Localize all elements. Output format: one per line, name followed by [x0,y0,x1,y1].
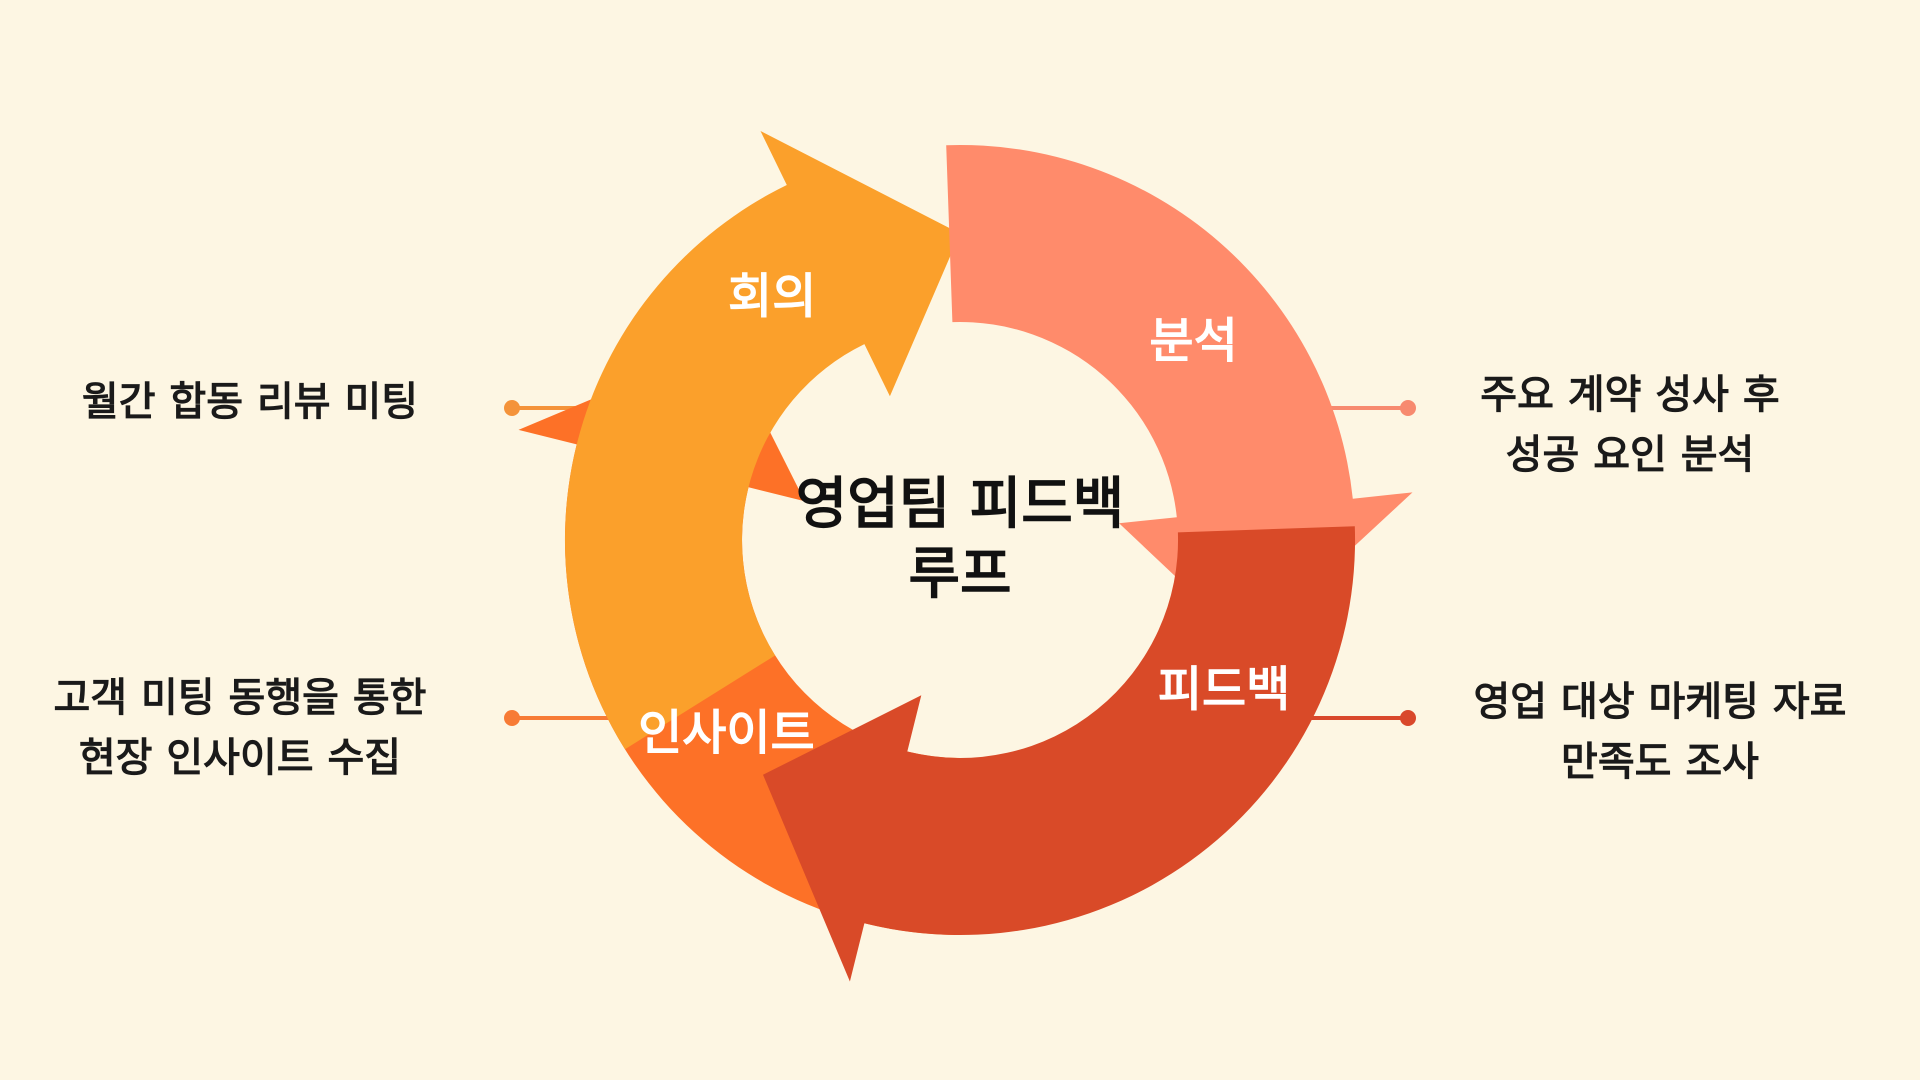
note-left-top: 월간 합동 리뷰 미팅 [40,372,460,432]
note-right-top-line-1: 주요 계약 성사 후 [1480,372,1780,418]
note-left-bottom-line-2: 현장 인사이트 수집 [78,735,402,781]
segment-label-analysis: 분석 [1149,313,1237,369]
connector-dot-left-bottom [504,710,520,726]
connector-dot-right-top [1400,400,1416,416]
note-right-bottom: 영업 대상 마케팅 자료 만족도 조사 [1440,672,1880,792]
note-right-bottom-line-1: 영업 대상 마케팅 자료 [1473,679,1847,725]
connector-lines [504,400,1416,726]
connector-dot-right-bottom [1400,710,1416,726]
segment-label-meeting: 회의 [728,269,816,325]
arrow-segment-analysis [946,144,1413,645]
note-right-top-line-2: 성공 요인 분석 [1505,432,1755,478]
connector-dot-left-top [504,400,520,416]
note-right-bottom-line-2: 만족도 조사 [1561,739,1759,785]
diagram-title-line-2: 루프 [908,542,1012,607]
arrow-segment-meeting [564,131,960,750]
arrow-segment-feedback [763,526,1356,982]
diagram-title-line-1: 영업팀 피드백 [795,472,1125,537]
segment-label-feedback: 피드백 [1158,662,1290,718]
diagram-title: 영업팀 피드백 루프 [760,470,1160,610]
segment-label-insight: 인사이트 [638,705,815,761]
note-right-top: 주요 계약 성사 후 성공 요인 분석 [1440,365,1820,485]
note-left-bottom-line-1: 고객 미팅 동행을 통한 [53,675,427,721]
note-left-top-line-1: 월간 합동 리뷰 미팅 [81,379,419,425]
note-left-bottom: 고객 미팅 동행을 통한 현장 인사이트 수집 [20,668,460,788]
